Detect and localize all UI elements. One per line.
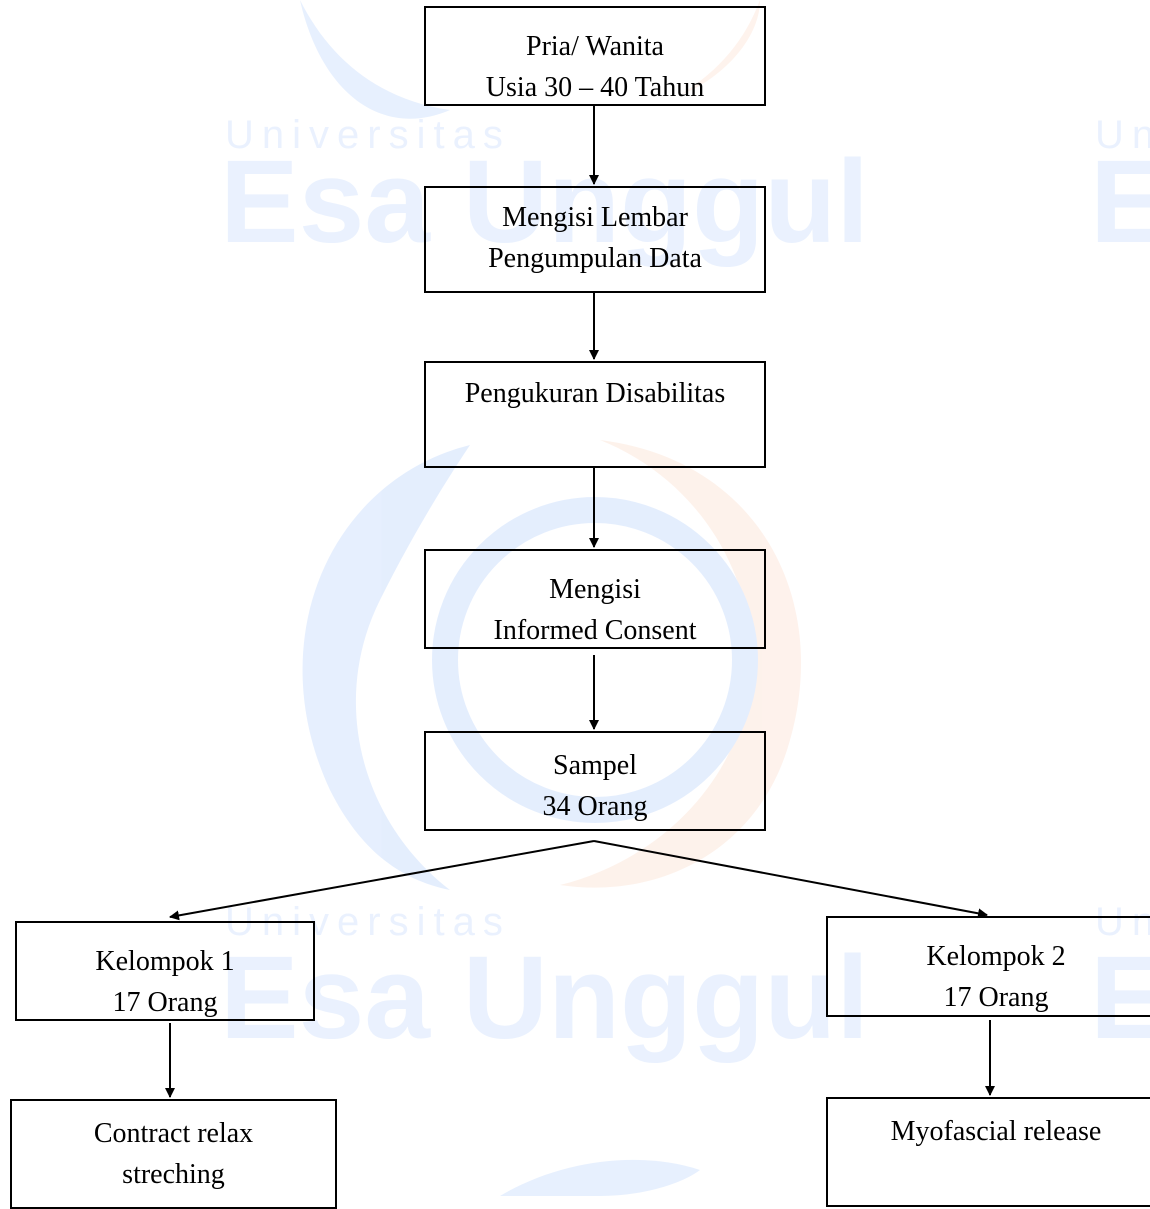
- watermark-esa-unggul-right-top: Esa Unggul: [1090, 136, 1150, 268]
- group2-box: Kelompok 2 17 Orang: [826, 916, 1150, 1017]
- treatment2-line1: Myofascial release: [890, 1116, 1102, 1147]
- step-disability-measurement-box: Pengukuran Disabilitas: [424, 361, 766, 468]
- watermark-esa-unggul-top: Esa Unggul: [220, 136, 869, 268]
- group2-line1: Kelompok 2: [926, 941, 1066, 972]
- step-informed-consent-line1: Mengisi: [549, 574, 641, 605]
- step-data-collection-box: Mengisi Lembar Pengumpulan Data: [424, 186, 766, 293]
- group2-line2: 17 Orang: [943, 982, 1049, 1013]
- step-sample-box: Sampel 34 Orang: [424, 731, 766, 831]
- step-participants-line2: Usia 30 – 40 Tahun: [485, 72, 705, 103]
- step-disability-measurement-line1: Pengukuran Disabilitas: [464, 378, 726, 409]
- step-sample-line2: 34 Orang: [542, 791, 648, 822]
- arrow-sampel-to-kelompok2: [593, 840, 988, 919]
- watermark-logo-top: [300, 0, 760, 119]
- step-informed-consent-line2: Informed Consent: [493, 615, 697, 646]
- step-data-collection-line1: Mengisi Lembar: [502, 202, 688, 233]
- watermark-universitas-right-top: Universitas: [1095, 113, 1150, 157]
- step-informed-consent-box: Mengisi Informed Consent: [424, 549, 766, 649]
- treatment1-line1: Contract relax: [93, 1118, 254, 1149]
- watermark-logo-bottom: [500, 1159, 700, 1196]
- treatment1-line2: streching: [122, 1159, 225, 1190]
- step-data-collection-line2: Pengumpulan Data: [488, 243, 702, 274]
- arrow-sampel-to-kelompok1: [169, 840, 595, 921]
- treatment2-box: Myofascial release: [826, 1097, 1150, 1207]
- watermark-esa-unggul-mid: Esa Unggul: [220, 932, 869, 1064]
- step-sample-line1: Sampel: [553, 750, 637, 781]
- watermark-universitas-top: Universitas: [225, 113, 511, 157]
- watermark-esa-unggul-right-mid: Esa Unggul: [1090, 932, 1150, 1064]
- group1-line2: 17 Orang: [112, 987, 218, 1018]
- step-participants-line1: Pria/ Wanita: [526, 31, 664, 62]
- step-participants-box: Pria/ Wanita Usia 30 – 40 Tahun: [424, 6, 766, 106]
- treatment1-box: Contract relax streching: [10, 1099, 337, 1209]
- watermark-universitas-right-mid: Universitas: [1095, 900, 1150, 944]
- group1-box: Kelompok 1 17 Orang: [15, 921, 315, 1021]
- group1-line1: Kelompok 1: [95, 946, 235, 977]
